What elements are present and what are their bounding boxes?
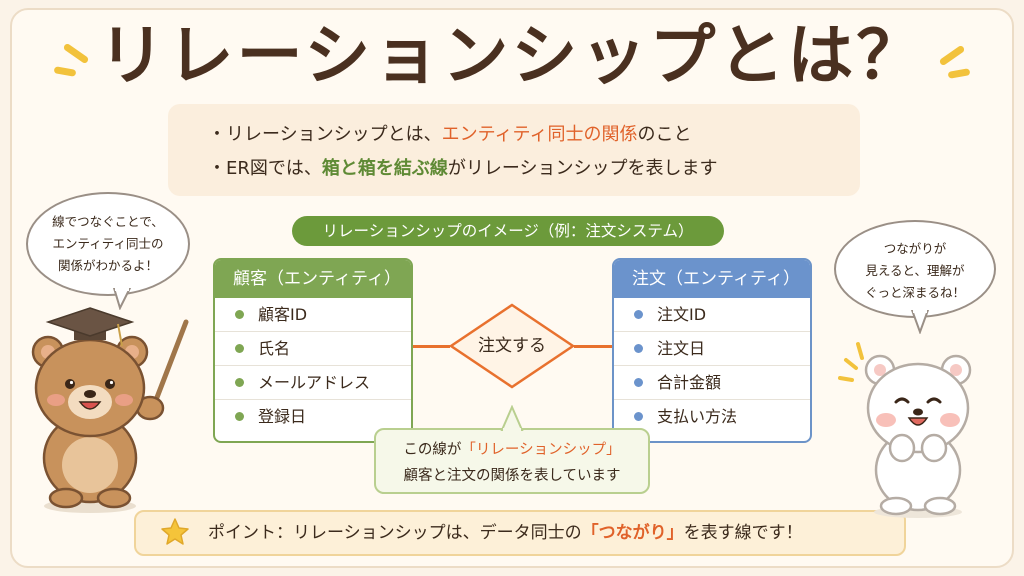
- bullet-dot-icon: [235, 378, 244, 387]
- bullet-dot-icon: [235, 344, 244, 353]
- attribute-label: 顧客ID: [258, 305, 308, 324]
- bullet-dot-icon: [235, 310, 244, 319]
- speech-bubble-right: つながりが 見えると、理解が ぐっと深まるね！: [834, 220, 996, 318]
- attribute-row: 支払い方法: [614, 400, 810, 434]
- attribute-row: 合計金額: [614, 366, 810, 400]
- attribute-label: 支払い方法: [657, 407, 738, 426]
- bullet-dot-icon: [634, 378, 643, 387]
- attribute-label: メールアドレス: [258, 373, 371, 392]
- bullet-highlight: エンティティ同士の関係: [441, 124, 638, 145]
- callout-line-2: 顧客と注文の関係を表しています: [403, 468, 621, 484]
- relationship-diamond: [448, 303, 576, 389]
- attribute-label: 注文日: [657, 339, 706, 358]
- speech-tail: [112, 288, 132, 310]
- point-text: ポイント：リレーションシップは、データ同士の: [208, 523, 582, 543]
- bullet-text: ・リレーションシップとは、: [208, 124, 442, 145]
- bullet-dot-icon: [634, 412, 643, 421]
- attribute-row: 注文日: [614, 332, 810, 366]
- speech-text: ぐっと深まるね！: [864, 285, 965, 300]
- speech-text: つながりが: [883, 241, 947, 256]
- attribute-row: 登録日: [215, 400, 411, 434]
- bullet-text: のこと: [637, 124, 692, 145]
- bullet-text: がリレーションシップを表します: [447, 158, 718, 179]
- attribute-row: 注文ID: [614, 298, 810, 332]
- callout-highlight: 「リレーションシップ」: [461, 442, 621, 458]
- page-title: リレーションシップとは？: [98, 17, 926, 94]
- relationship-line: [574, 345, 612, 348]
- bullet-text: ・ER図では、: [208, 158, 322, 179]
- graduation-cap-icon: [45, 307, 135, 347]
- callout-text: この線が: [403, 442, 462, 458]
- white-bear-illustration: [838, 342, 972, 518]
- relationship-line: [413, 345, 450, 348]
- star-icon: [161, 518, 189, 545]
- sparkle-icon: [844, 358, 858, 370]
- summary-box: ・リレーションシップとは、エンティティ同士の関係のこと ・ER図では、箱と箱を結…: [168, 104, 860, 196]
- attribute-row: メールアドレス: [215, 366, 411, 400]
- entity-title: 注文（エンティティ）: [614, 260, 810, 298]
- bullet-2: ・ER図では、箱と箱を結ぶ線がリレーションシップを表します: [208, 152, 860, 186]
- callout-line-1: この線が「リレーションシップ」: [376, 437, 648, 463]
- relationship-label: 注文する: [478, 336, 546, 356]
- entity-title: 顧客（エンティティ）: [215, 260, 411, 298]
- point-text: を表す線です！: [683, 523, 803, 543]
- callout-tail: [500, 405, 524, 431]
- attribute-label: 注文ID: [657, 305, 707, 324]
- speech-text: 線でつなぐことで、: [52, 214, 164, 229]
- attribute-row: 氏名: [215, 332, 411, 366]
- attribute-label: 氏名: [258, 339, 291, 358]
- attribute-row: 顧客ID: [215, 298, 411, 332]
- speech-bubble-left: 線でつなぐことで、 エンティティ同士の 関係がわかるよ！: [26, 192, 190, 296]
- entity-customer: 顧客（エンティティ） 顧客ID 氏名 メールアドレス 登録日: [213, 258, 413, 443]
- speech-text: 見えると、理解が: [865, 263, 965, 278]
- bullet-dot-icon: [634, 310, 643, 319]
- speech-text: 関係がわかるよ！: [57, 258, 158, 273]
- entity-order: 注文（エンティティ） 注文ID 注文日 合計金額 支払い方法: [612, 258, 812, 443]
- speech-text: エンティティ同士の: [52, 236, 164, 251]
- bullet-highlight: 箱と箱を結ぶ線: [321, 158, 448, 179]
- teacher-bear-illustration: [31, 307, 189, 513]
- bullet-dot-icon: [634, 344, 643, 353]
- attribute-label: 登録日: [258, 407, 307, 426]
- line-callout: この線が「リレーションシップ」 顧客と注文の関係を表しています: [374, 428, 650, 494]
- point-highlight: 「つながり」: [581, 523, 684, 543]
- diagram-caption: リレーションシップのイメージ（例：注文システム）: [292, 216, 724, 246]
- speech-tail: [910, 310, 930, 334]
- pointer-stick-icon: [153, 319, 189, 403]
- bullet-1: ・リレーションシップとは、エンティティ同士の関係のこと: [208, 118, 860, 152]
- attribute-label: 合計金額: [657, 373, 722, 392]
- point-banner: ポイント：リレーションシップは、データ同士の「つながり」を表す線です！: [134, 510, 906, 556]
- bullet-dot-icon: [235, 412, 244, 421]
